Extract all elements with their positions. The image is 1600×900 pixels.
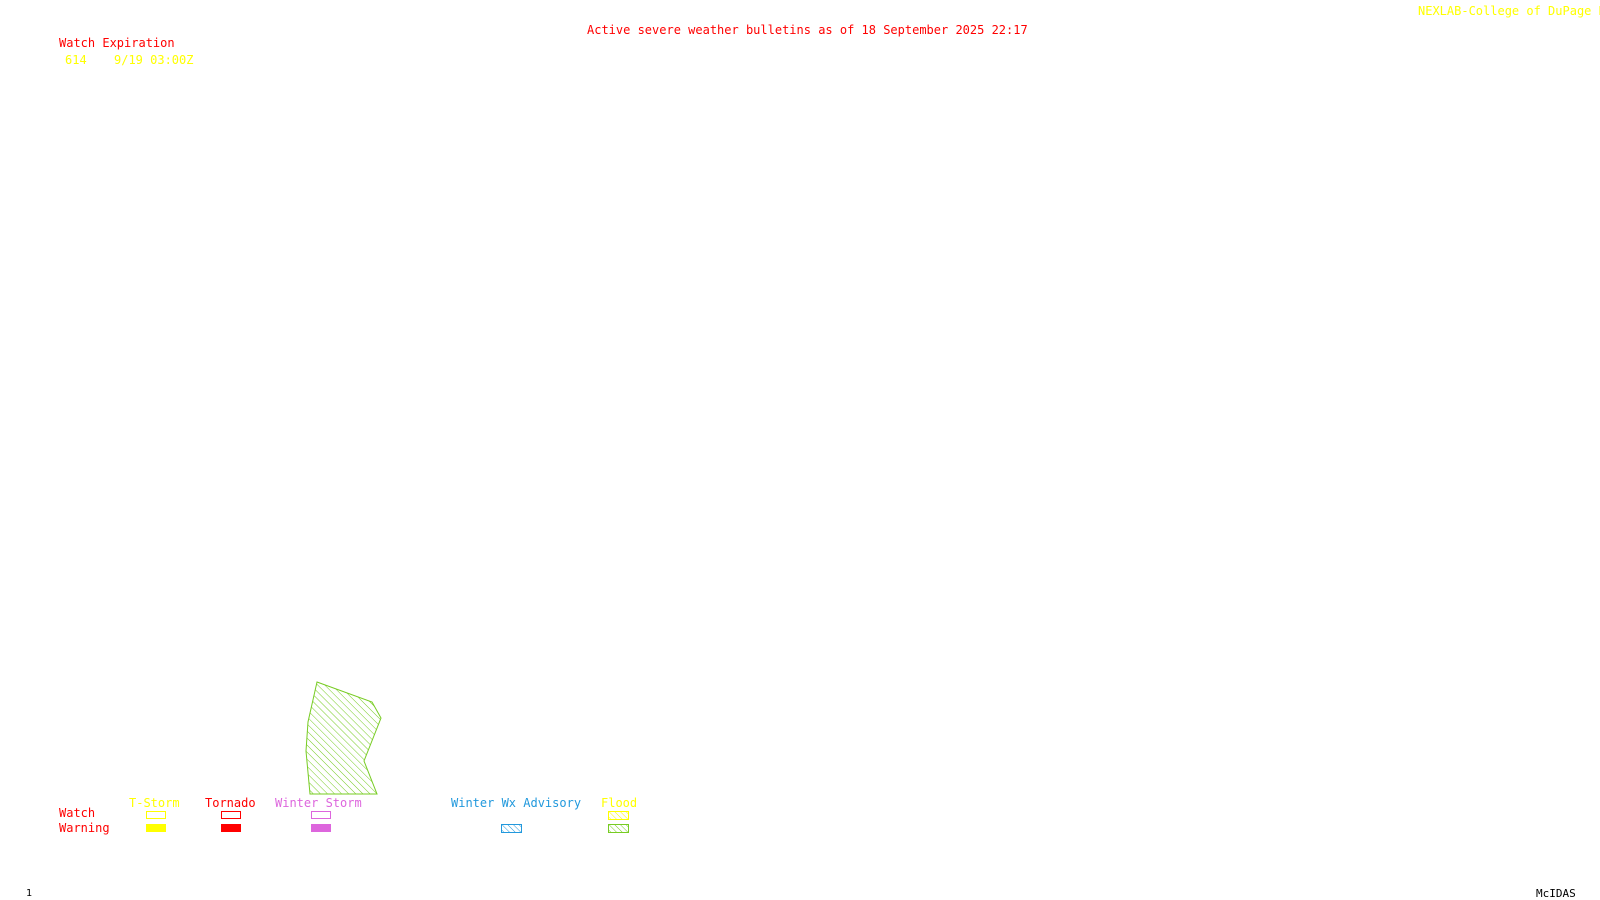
winter-advisory-swatch <box>501 824 522 833</box>
watch-expiration-heading: Watch Expiration <box>59 36 175 50</box>
watch-expiration-time: 9/19 03:00Z <box>114 53 194 67</box>
legend-label-flood: Flood <box>601 796 638 810</box>
mcidas-label: McIDAS <box>1536 887 1576 900</box>
nexlab-credit: NEXLAB-College of DuPage R <box>1418 4 1600 18</box>
legend-label-winter-advisory: Winter Wx Advisory <box>451 796 582 810</box>
legend-row-warning: Warning <box>59 821 110 835</box>
winter-storm-watch-swatch <box>311 811 331 819</box>
flood-watch-swatch <box>608 811 629 820</box>
tornado-watch-swatch <box>221 811 241 819</box>
legend-label-tornado: Tornado <box>205 796 256 810</box>
tstorm-warning-swatch <box>146 824 166 832</box>
page-title: Active severe weather bulletins as of 18… <box>587 23 1028 37</box>
legend-row-watch: Watch <box>59 806 96 820</box>
frame-number: 1 <box>26 888 33 899</box>
flood-warning-polygon <box>305 681 382 795</box>
watch-number: 614 <box>65 53 87 67</box>
winter-storm-warning-swatch <box>311 824 331 832</box>
flood-warning-swatch <box>608 824 629 833</box>
tstorm-watch-swatch <box>146 811 166 819</box>
legend-label-winter-storm: Winter Storm <box>275 796 362 810</box>
legend-label-tstorm: T-Storm <box>129 796 180 810</box>
tornado-warning-swatch <box>221 824 241 832</box>
